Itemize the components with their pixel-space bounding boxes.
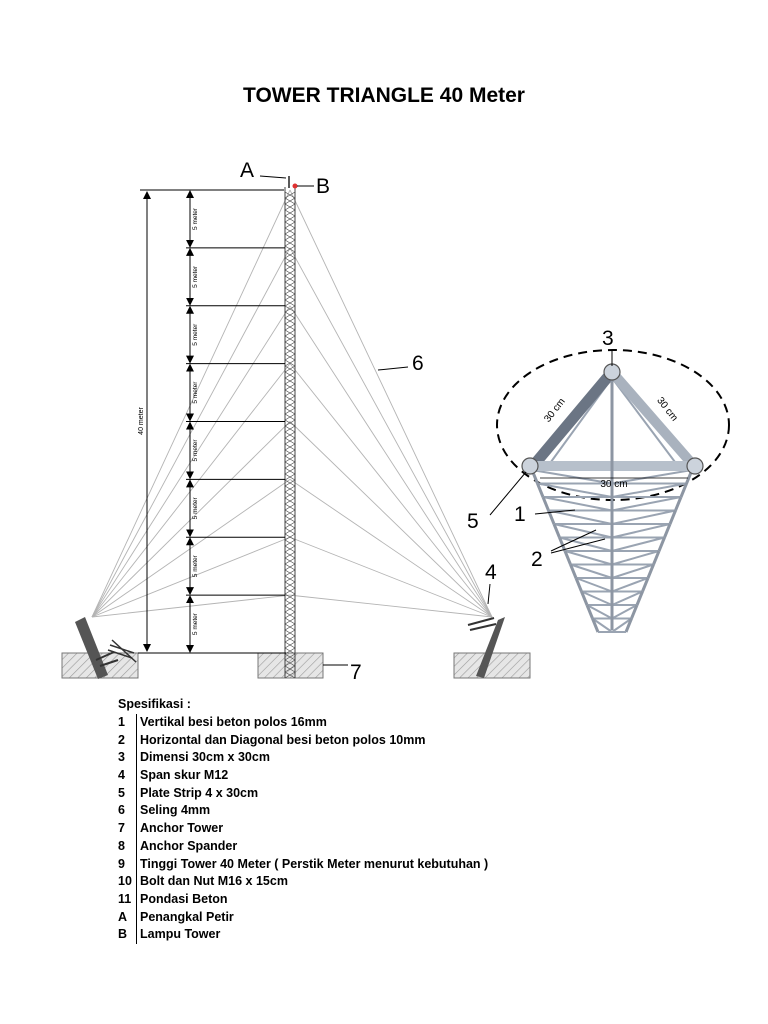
spec-item-text: Dimensi 30cm x 30cm: [140, 750, 270, 765]
height-label: 40 meter: [138, 407, 145, 435]
label-b: B: [316, 175, 330, 198]
segment-label: 5 meter: [192, 207, 199, 230]
guy-wire: [289, 189, 493, 618]
spec-item-text: Penangkal Petir: [140, 909, 234, 924]
spec-item-text: Tinggi Tower 40 Meter ( Perstik Meter me…: [140, 856, 489, 871]
right-foundation: [453, 652, 531, 679]
spec-item-number: 2: [118, 731, 137, 750]
guy-wire: [91, 305, 291, 618]
guy-wires: [91, 189, 493, 618]
right-anchor: [467, 617, 505, 678]
guy-wire: [91, 536, 291, 618]
tower-lamp: [292, 183, 298, 189]
guy-wire: [289, 594, 493, 618]
segment-label: 5 meter: [192, 323, 199, 346]
spec-item-text: Lampu Tower: [140, 927, 221, 942]
spec-item-text: Anchor Spander: [140, 838, 238, 853]
spec-item-number: 5: [118, 784, 137, 803]
segment-label: 5 meter: [192, 381, 199, 404]
label-4: 4: [485, 561, 497, 584]
left-anchor: [75, 617, 137, 679]
tower-detail: 30 cm 30 cm 30 cm 3 5 1 2: [467, 327, 730, 633]
label-2: 2: [531, 548, 543, 571]
segment-label: 5 meter: [192, 612, 199, 635]
segment-label: 5 meter: [192, 439, 199, 462]
spec-item-text: Pondasi Beton: [140, 891, 228, 906]
segment-label: 5 meter: [192, 265, 199, 288]
spec-item-text: Horizontal dan Diagonal besi beton polos…: [140, 732, 426, 747]
guy-wire: [289, 536, 493, 618]
height-dimension: [138, 189, 286, 654]
segment-label: 5 meter: [192, 496, 199, 519]
segment-dimensions: 5 meter 5 meter 5 meter 5 meter 5 meter 5 met…: [186, 190, 285, 653]
guy-wire: [91, 479, 291, 618]
guy-wire: [289, 247, 493, 618]
guy-wire: [289, 363, 493, 618]
spec-item-text: Span skur M12: [140, 768, 229, 783]
label-a: A: [240, 159, 254, 182]
segment-label: 5 meter: [192, 554, 199, 577]
label-6: 6: [412, 352, 424, 375]
guy-wire: [289, 479, 493, 618]
spec-item-number: 1: [118, 714, 137, 732]
guy-wire: [91, 363, 291, 618]
dim-bottom: 30 cm: [600, 479, 627, 490]
spec-item-number: 4: [118, 767, 137, 785]
spec-item-number: 6: [118, 802, 137, 821]
spec-item-number: 10: [118, 873, 137, 891]
spec-item-number: A: [118, 908, 137, 927]
label-1: 1: [514, 503, 526, 526]
spec-heading: Spesifikasi :: [118, 697, 191, 711]
spec-item-text: Seling 4mm: [140, 803, 211, 818]
guy-wire: [289, 421, 493, 618]
label-7: 7: [350, 661, 362, 684]
label-3: 3: [602, 327, 614, 350]
spec-item-number: 11: [118, 890, 137, 909]
spec-item-text: Anchor Tower: [140, 821, 224, 836]
dim-left: 30 cm: [542, 396, 567, 424]
spec-item-number: 8: [118, 837, 137, 856]
guy-wire: [289, 305, 493, 618]
spec-item-text: Plate Strip 4 x 30cm: [140, 785, 259, 800]
page-title: TOWER TRIANGLE 40 Meter: [243, 84, 525, 107]
spec-item-number: 7: [118, 820, 137, 838]
spec-item-number: 3: [118, 749, 137, 768]
label-5: 5: [467, 510, 479, 533]
spec-item-text: Vertikal besi beton polos 16mm: [140, 715, 327, 729]
spec-item-number: B: [118, 926, 137, 944]
guy-wire: [91, 247, 291, 618]
spec-item-number: 9: [118, 855, 137, 874]
guy-wire: [91, 421, 291, 618]
guy-wire: [91, 189, 291, 618]
tower-mast: [284, 187, 296, 679]
guy-wire: [91, 594, 291, 618]
spec-item-text: Bolt dan Nut M16 x 15cm: [140, 874, 288, 889]
